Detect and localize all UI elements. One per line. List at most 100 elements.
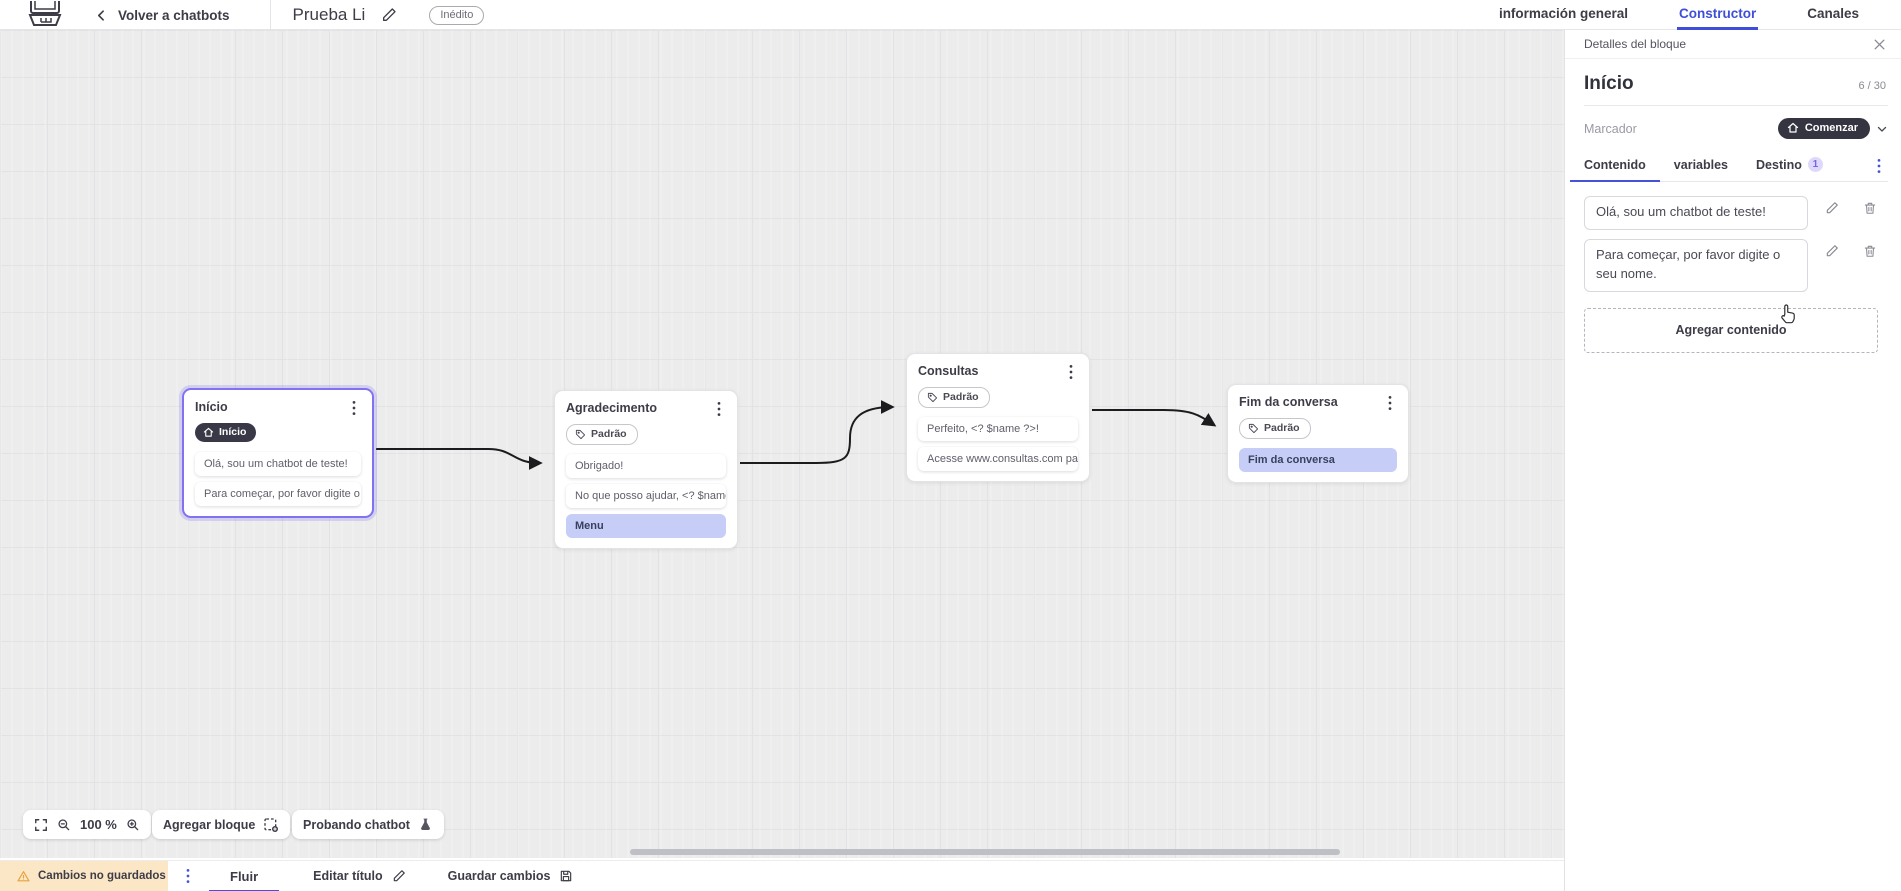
block-name-row: Início 6 / 30: [1584, 59, 1888, 106]
node-content-row: No que posso ajudar, <? $name ...: [566, 484, 726, 508]
panel-tabs: Contenido variables Destino 1: [1570, 151, 1888, 182]
edit-title-label: Editar título: [313, 869, 383, 883]
node-title: Consultas: [918, 364, 979, 378]
node-rows: Fim da conversa: [1239, 448, 1397, 472]
chevron-down-icon: [1877, 126, 1887, 132]
zoom-out-icon[interactable]: [57, 818, 71, 832]
app-logo-icon: [28, 1, 62, 26]
status-badge: Inédito: [429, 5, 485, 25]
horizontal-scrollbar[interactable]: [630, 849, 1340, 855]
node-rows: Obrigado! No que posso ajudar, <? $name …: [566, 454, 726, 538]
edit-content-pencil-icon[interactable]: [1825, 244, 1839, 258]
edit-title-button[interactable]: Editar título: [313, 869, 405, 883]
fullscreen-icon[interactable]: [34, 818, 48, 832]
add-block-button[interactable]: Agregar bloque: [152, 810, 291, 839]
flow-connections: [376, 400, 1217, 470]
delete-content-trash-icon[interactable]: [1863, 201, 1877, 215]
edit-title-pencil-icon[interactable]: [381, 7, 397, 23]
pencil-icon: [393, 870, 405, 882]
warning-icon: [17, 870, 30, 881]
edit-content-pencil-icon[interactable]: [1825, 201, 1839, 215]
test-chatbot-label: Probando chatbot: [303, 817, 410, 832]
kebab-menu-icon[interactable]: [1064, 364, 1078, 380]
kebab-menu-icon[interactable]: [712, 401, 726, 417]
top-bar-left: Volver a chatbots Prueba Li Inédito: [0, 0, 485, 30]
content-item-actions: [1825, 244, 1877, 258]
tab-canales[interactable]: Canales: [1807, 6, 1859, 21]
node-fim-da-conversa[interactable]: Fim da conversa Padrão Fim da conversa: [1227, 384, 1409, 483]
test-chatbot-button[interactable]: Probando chatbot: [292, 810, 444, 839]
char-counter: 6 / 30: [1858, 80, 1886, 92]
flask-icon: [421, 818, 430, 830]
kebab-menu-icon[interactable]: [1383, 395, 1397, 411]
marker-value-pill: Comenzar: [1777, 118, 1870, 139]
node-marker-badge: Padrão: [918, 387, 990, 408]
kebab-menu-icon[interactable]: [347, 400, 361, 416]
node-agradecimento[interactable]: Agradecimento Padrão Obrigado! No que po…: [554, 390, 738, 549]
node-content-row: Obrigado!: [566, 454, 726, 478]
add-block-label: Agregar bloque: [163, 817, 256, 832]
flow-title: Prueba Li: [292, 5, 366, 24]
node-content-row: Para começar, por favor digite o ...: [195, 481, 361, 506]
tag-icon: [927, 392, 938, 402]
delete-content-trash-icon[interactable]: [1863, 244, 1877, 258]
panel-tab-contenido[interactable]: Contenido: [1570, 152, 1660, 182]
panel-title: Detalles del bloque: [1584, 37, 1687, 51]
flow-kebab-menu-icon[interactable]: [181, 868, 195, 884]
tag-icon: [1248, 423, 1259, 433]
panel-body: Início 6 / 30 Marcador Comenzar Contenid…: [1565, 59, 1901, 353]
content-item-actions: [1825, 201, 1877, 215]
panel-header: Detalles del bloque: [1565, 30, 1901, 59]
edge-agradecimento-consultas: [740, 400, 895, 464]
content-item: Olá, sou um chatbot de teste!: [1584, 196, 1888, 230]
tag-icon: [575, 429, 586, 439]
add-block-icon: [264, 817, 279, 832]
top-bar-divider: [269, 0, 271, 30]
node-menu-row[interactable]: Menu: [566, 514, 726, 538]
unsaved-changes-badge: Cambios no guardados: [0, 860, 168, 891]
flow-canvas[interactable]: Início Início Olá, sou um chatbot de tes…: [0, 30, 1564, 858]
zoom-in-icon[interactable]: [126, 818, 140, 832]
panel-tab-destino[interactable]: Destino 1: [1756, 151, 1823, 181]
bottom-bar: Cambios no guardados Fluir Editar título…: [0, 860, 1564, 891]
tab-constructor[interactable]: Constructor: [1676, 0, 1759, 30]
top-bar: Volver a chatbots Prueba Li Inédito info…: [0, 0, 1901, 30]
close-icon[interactable]: [1873, 38, 1886, 51]
node-inicio[interactable]: Início Início Olá, sou um chatbot de tes…: [182, 388, 374, 518]
back-label: Volver a chatbots: [118, 7, 230, 23]
node-head: Consultas: [918, 364, 1078, 380]
content-text-box[interactable]: Olá, sou um chatbot de teste!: [1584, 196, 1808, 230]
save-changes-label: Guardar cambios: [447, 869, 551, 883]
node-marker-badge: Padrão: [566, 424, 638, 445]
tab-fluir[interactable]: Fluir: [209, 861, 280, 891]
home-icon: [203, 427, 214, 437]
edge-inicio-agradecimento: [376, 448, 543, 470]
add-content-button[interactable]: Agregar contenido: [1584, 307, 1878, 353]
top-tabs: información general Constructor Canales: [1497, 0, 1861, 30]
node-content-row: Acesse www.consultas.com par...: [918, 447, 1078, 471]
home-icon: [1787, 122, 1798, 133]
marker-row: Marcador Comenzar: [1584, 118, 1888, 139]
node-marker-badge: Padrão: [1239, 418, 1311, 439]
panel-kebab-menu-icon[interactable]: [1872, 158, 1886, 174]
tab-informacion-general[interactable]: información general: [1498, 6, 1628, 21]
destino-count-badge: 1: [1807, 157, 1823, 172]
marker-dropdown[interactable]: Comenzar: [1777, 118, 1888, 139]
node-title: Fim da conversa: [1239, 395, 1338, 409]
chevron-left-icon: [97, 9, 104, 21]
marker-label: Marcador: [1584, 121, 1637, 136]
node-consultas[interactable]: Consultas Padrão Perfeito, <? $name ?>! …: [906, 353, 1090, 482]
node-head: Fim da conversa: [1239, 395, 1397, 411]
node-content-row: Perfeito, <? $name ?>!: [918, 417, 1078, 441]
zoom-toolbar: 100 %: [23, 810, 151, 839]
save-changes-button[interactable]: Guardar cambios: [448, 869, 574, 883]
node-menu-row[interactable]: Fim da conversa: [1239, 448, 1397, 472]
node-marker-badge: Início: [195, 423, 257, 442]
content-text-box[interactable]: Para começar, por favor digite o seu nom…: [1584, 238, 1808, 292]
panel-tab-variables[interactable]: variables: [1673, 157, 1729, 172]
node-rows: Perfeito, <? $name ?>! Acesse www.consul…: [918, 417, 1078, 471]
back-to-chatbots-button[interactable]: Volver a chatbots: [95, 8, 230, 23]
block-name: Início: [1584, 73, 1634, 94]
node-head: Início: [195, 400, 361, 416]
